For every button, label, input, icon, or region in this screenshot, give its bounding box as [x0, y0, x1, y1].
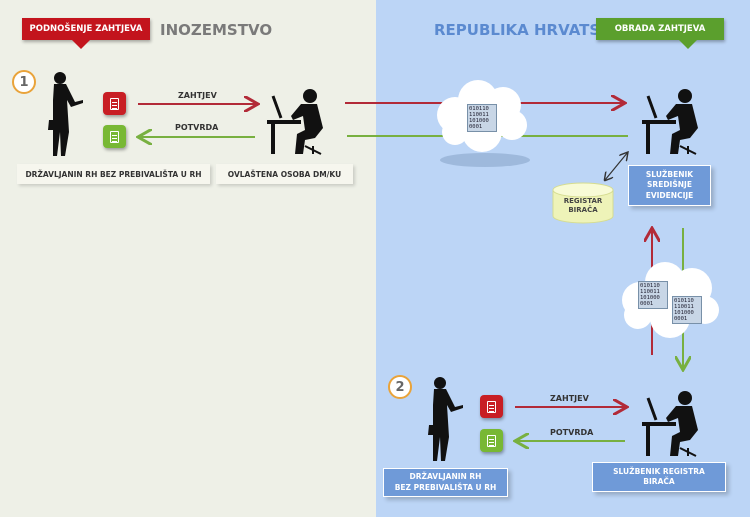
step-1-badge: 1 [12, 70, 36, 94]
register-link-arrow [605, 152, 628, 180]
confirmation-document-icon [480, 429, 503, 452]
woman-citizen-icon [428, 377, 463, 461]
confirmation-label: POTVRDA [175, 123, 219, 132]
request-document-icon [103, 92, 126, 115]
confirmation-document-icon [103, 125, 126, 148]
request-label: ZAHTJEV [178, 91, 217, 100]
croatia-title: REPUBLIKA HRVATSKA [434, 21, 624, 39]
authorized-person-label-box: OVLAŠTENA OSOBA DM/KU [216, 164, 353, 184]
processing-tag: OBRADA ZAHTJEVA [596, 18, 724, 49]
request-document-icon [480, 395, 503, 418]
cloud-icon-right [622, 262, 719, 338]
central-officer-icon [642, 89, 698, 155]
citizen-label-box: DRŽAVLJANIN RH BEZ PREBIVALIŠTA U RH [17, 164, 210, 184]
step-2-badge: 2 [388, 375, 412, 399]
confirmation-label: POTVRDA [550, 428, 594, 437]
officer-at-desk-icon [267, 89, 323, 155]
woman-citizen-icon [48, 72, 83, 156]
foreign-title: INOZEMSTVO [160, 21, 273, 39]
submission-tag: PODNOŠENJE ZAHTJEVA [22, 18, 150, 49]
register-officer-icon [642, 391, 698, 457]
register-database-icon [552, 182, 614, 224]
request-label: ZAHTJEV [550, 394, 589, 403]
